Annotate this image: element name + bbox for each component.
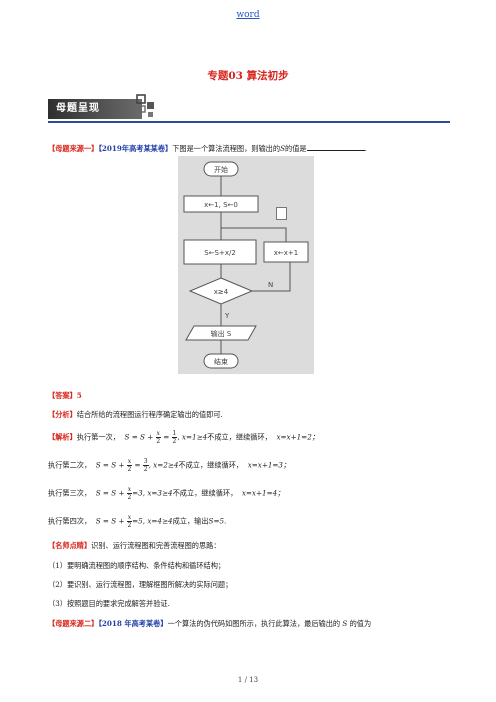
answer-blank (306, 143, 365, 151)
fc-no: N (268, 281, 273, 289)
fc-end: 结束 (214, 357, 228, 366)
question-1: 【母题来源一】【2019年高考某某卷】下图是一个算法流程图，则输出的S的值是. (48, 143, 367, 153)
tips-intro: 【名师点睛】识别、运行流程图和完善流程图的思路： (48, 541, 221, 550)
analysis: 【分析】结合所给的流程图运行程序确定输出的值即可. (48, 410, 223, 419)
banner-decoration-icon (136, 93, 158, 119)
fc-inc: x←x+1 (274, 249, 298, 257)
fc-start: 开始 (214, 165, 228, 174)
section-banner: 母题呈现 (48, 99, 142, 119)
fc-init: x←1, S←0 (204, 201, 238, 209)
fc-cond: x≥4 (214, 288, 229, 296)
page-title: 专题03 算法初步 (207, 70, 289, 82)
fc-yes: Y (224, 312, 230, 320)
small-marker-box (276, 207, 287, 220)
header-word: word (236, 10, 260, 20)
fc-update: S←S+x/2 (204, 249, 236, 257)
tips-item: （2）要识别、运行流程图，理解框图所解决的实际问题； (48, 580, 233, 589)
question-2: 【母题来源二】【2018 年高考某卷】一个算法的伪代码如图所示，执行此算法，最后… (48, 619, 372, 628)
fc-output: 输出 S (211, 329, 232, 338)
tips-item: （1）要明确流程图的顺序结构、条件结构和循环结构； (48, 561, 226, 570)
answer: 【答案】5 (48, 391, 82, 400)
page-number: 1 / 13 (237, 676, 259, 684)
section-rule (48, 121, 450, 123)
tips-item: （3）按照题目的要求完成解答并验证. (48, 599, 170, 608)
flowchart: 开始 x←1, S←0 S←S+x/2 x≥4 N x←x+1 Y 输出 S 结… (178, 156, 314, 374)
